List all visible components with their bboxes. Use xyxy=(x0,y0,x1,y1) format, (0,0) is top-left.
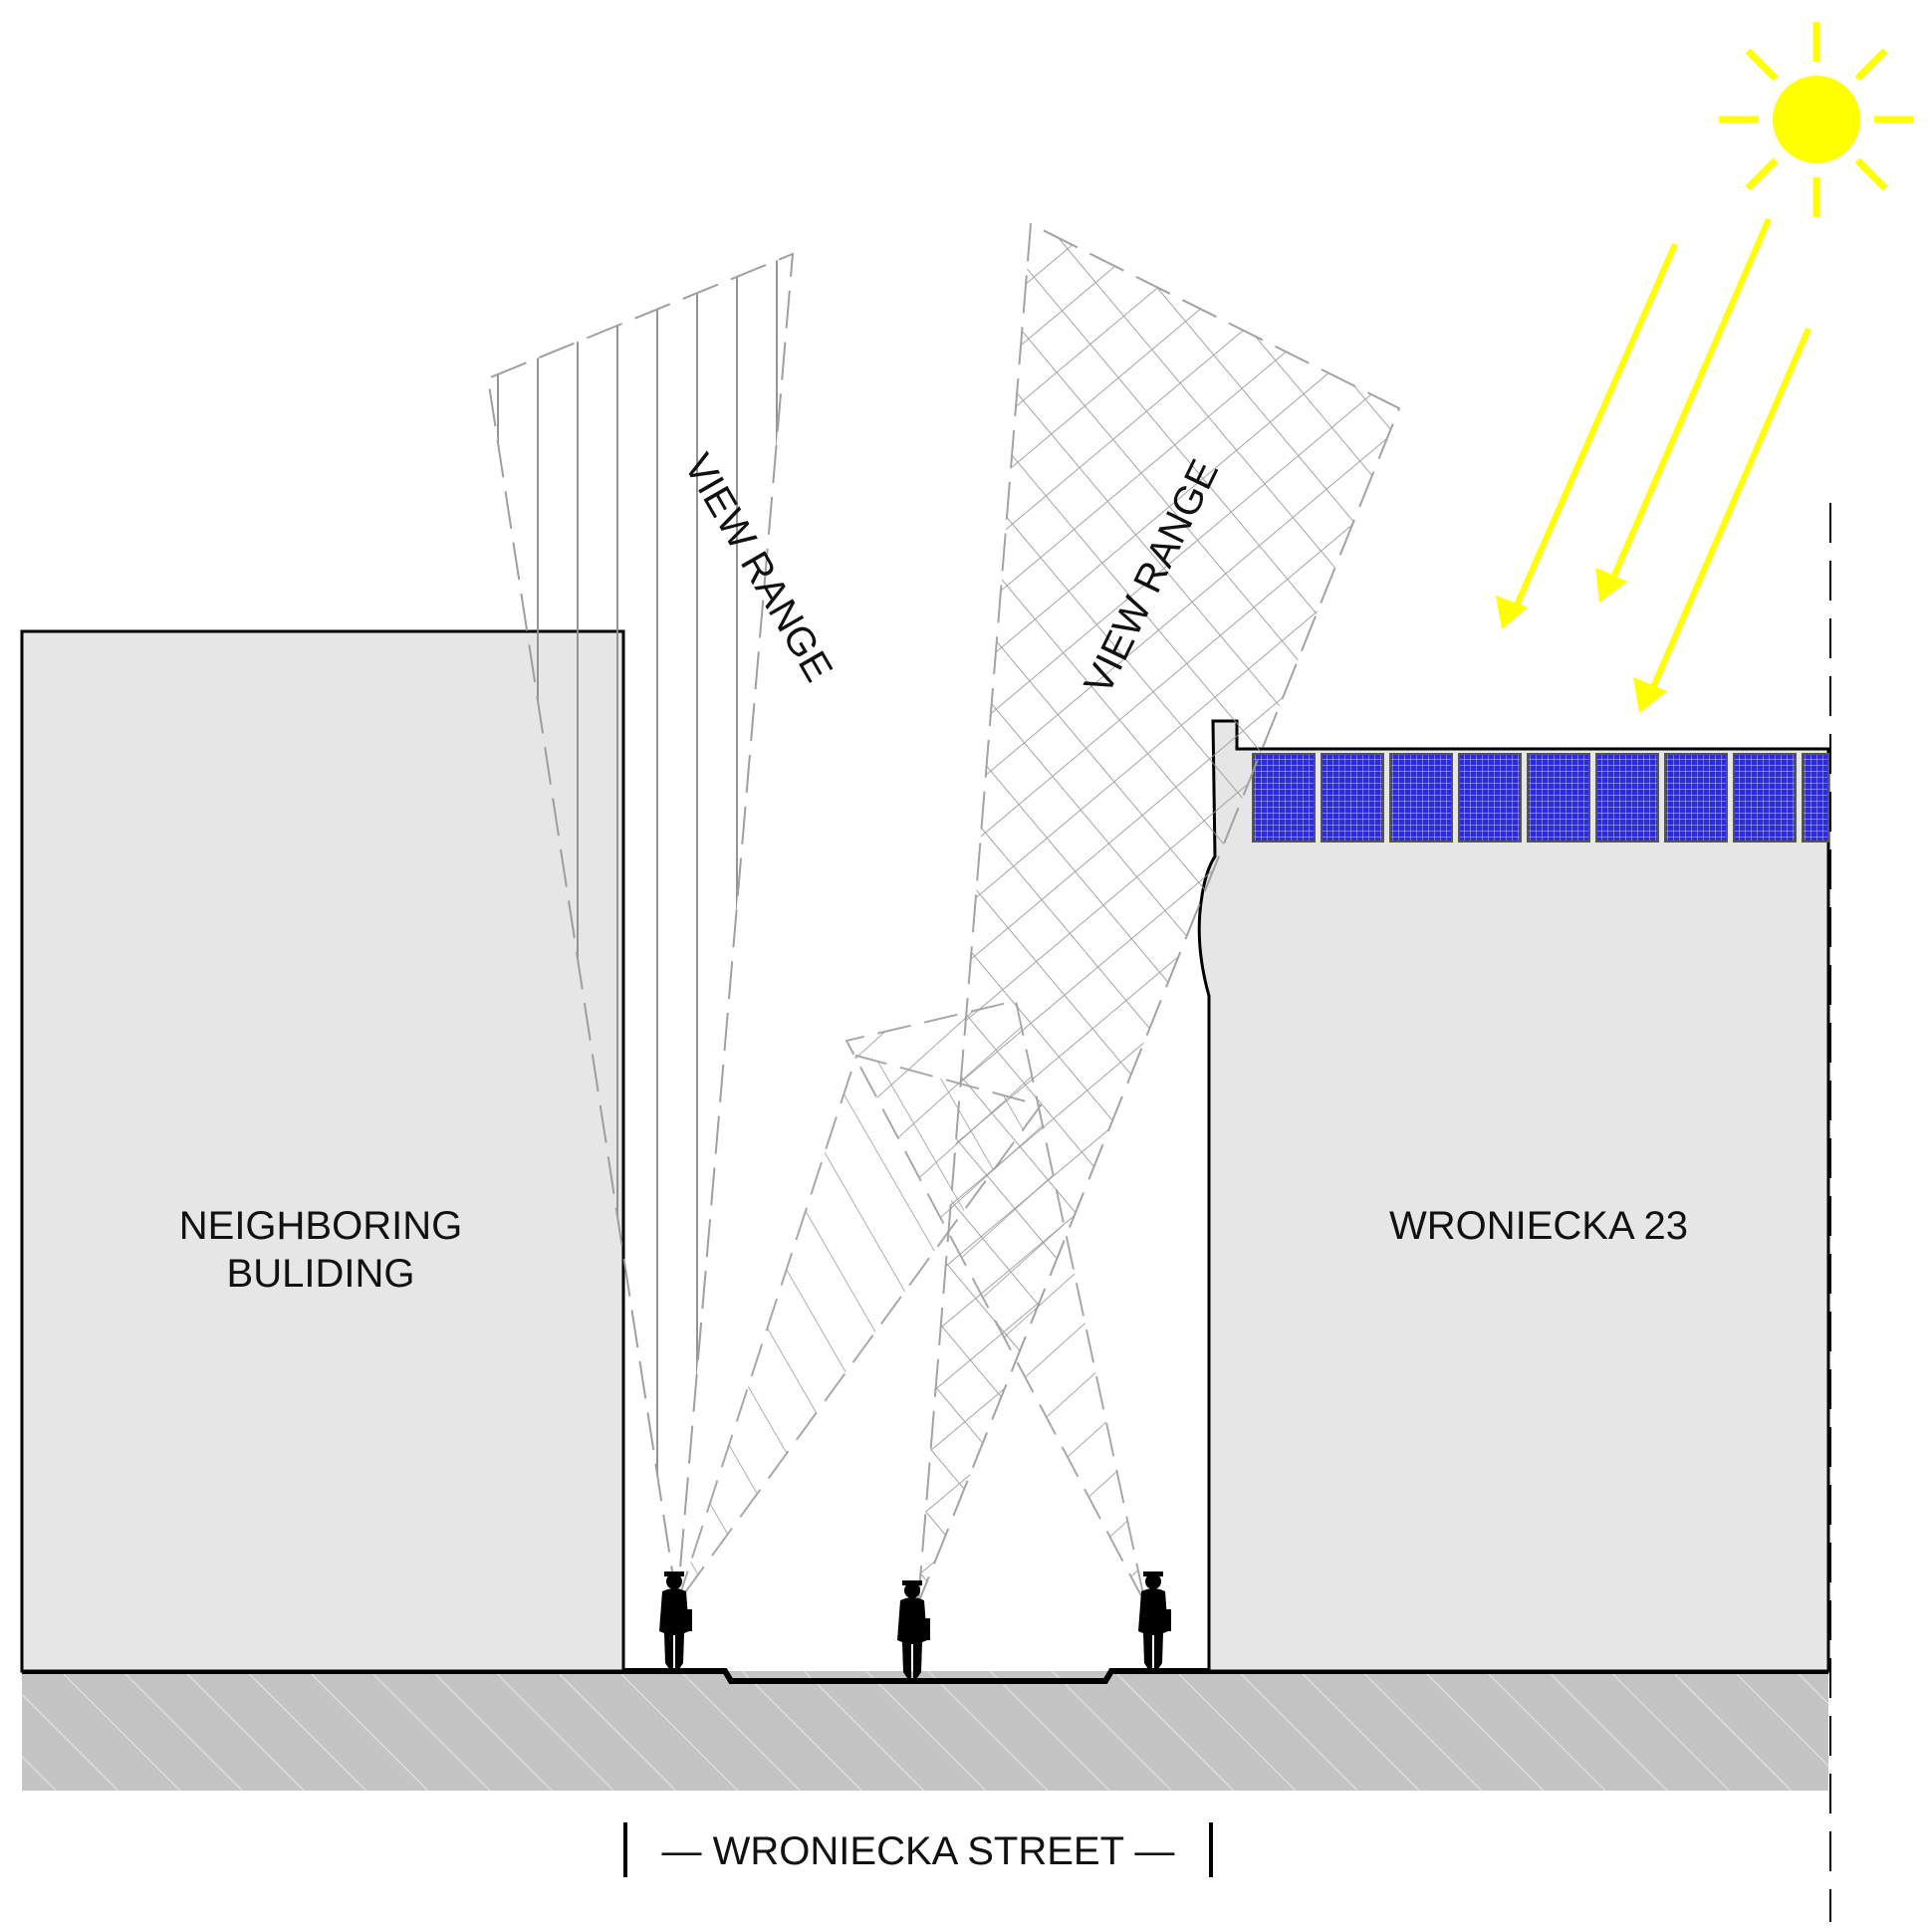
street-label: — WRONIECKA STREET — xyxy=(662,1829,1175,1873)
solar-panel xyxy=(1321,753,1384,843)
solar-panel xyxy=(1595,753,1659,843)
solar-panel xyxy=(1252,753,1316,843)
neighboring-building xyxy=(20,629,625,1673)
solar-panel xyxy=(1527,753,1590,843)
wroniecka-23-building xyxy=(1197,719,1830,1673)
person-center-icon xyxy=(897,1580,930,1678)
solar-panel xyxy=(1389,753,1453,843)
solar-panel xyxy=(1802,753,1829,843)
view-cone-left xyxy=(486,252,795,1604)
solar-panel xyxy=(1664,753,1728,843)
sunlight-arrow-icons xyxy=(1496,217,1811,713)
solar-panel xyxy=(1733,753,1797,843)
view-cone-right xyxy=(676,999,1146,1604)
building-label: WRONIECKA 23 xyxy=(1389,1204,1688,1248)
neighboring-building-label-line1: NEIGHBORING xyxy=(179,1204,462,1248)
neighboring-building-label-line2: BULIDING xyxy=(227,1252,415,1296)
ground xyxy=(22,1671,1828,1791)
solar-panels xyxy=(1252,753,1829,843)
person-right-icon xyxy=(1138,1571,1171,1669)
sun-icon xyxy=(1719,22,1914,217)
solar-panel xyxy=(1458,753,1522,843)
